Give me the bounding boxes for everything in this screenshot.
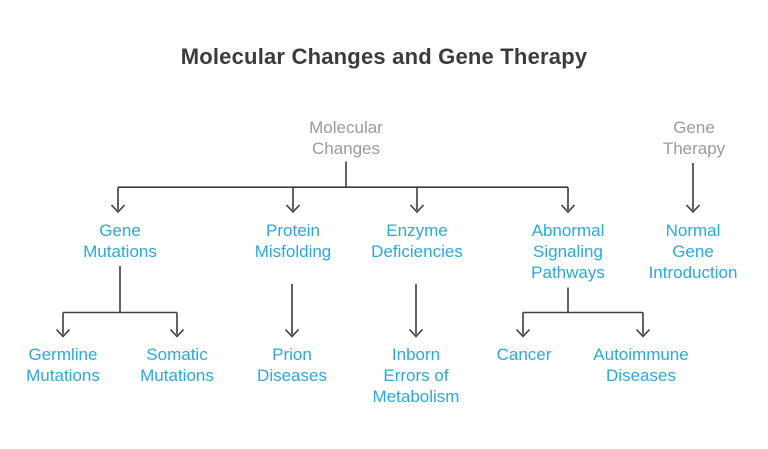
page-title: Molecular Changes and Gene Therapy bbox=[180, 44, 588, 69]
edge-arrow-to-autoimmune-diseases bbox=[635, 312, 651, 338]
edge-arrow-to-gene-mutations bbox=[110, 187, 126, 214]
edge-arrow-to-abnormal-signaling bbox=[560, 187, 576, 214]
edge-arrow-to-normal-gene-introduction bbox=[685, 163, 701, 214]
node-gene-therapy: Gene Therapy bbox=[662, 118, 726, 158]
node-prion-diseases: Prion Diseases bbox=[257, 345, 327, 385]
edge-arrow-to-prion-diseases bbox=[284, 284, 300, 338]
node-gene-mutations: Gene Mutations bbox=[83, 221, 157, 261]
node-protein-misfolding: Protein Misfolding bbox=[254, 221, 332, 261]
node-inborn-errors-of-metabolism: Inborn Errors of Metabolism bbox=[372, 345, 460, 406]
edge-arrow-to-protein-misfolding bbox=[285, 187, 301, 214]
edge-arrow-to-somatic-mutations bbox=[169, 312, 185, 338]
node-cancer: Cancer bbox=[496, 345, 552, 364]
edge-arrow-to-inborn-errors bbox=[408, 284, 424, 338]
node-normal-gene-introduction: Normal Gene Introduction bbox=[648, 221, 738, 282]
edge-arrow-to-cancer bbox=[515, 312, 531, 338]
node-somatic-mutations: Somatic Mutations bbox=[140, 345, 214, 385]
node-autoimmune-diseases: Autoimmune Diseases bbox=[593, 345, 689, 385]
node-enzyme-deficiencies: Enzyme Deficiencies bbox=[371, 221, 463, 261]
edge-arrow-to-germline-mutations bbox=[55, 312, 71, 338]
node-germline-mutations: Germline Mutations bbox=[26, 345, 100, 385]
edge-arrow-to-enzyme-deficiencies bbox=[409, 187, 425, 214]
node-abnormal-signaling-pathways: Abnormal Signaling Pathways bbox=[531, 221, 605, 282]
node-molecular-changes: Molecular Changes bbox=[309, 118, 383, 158]
